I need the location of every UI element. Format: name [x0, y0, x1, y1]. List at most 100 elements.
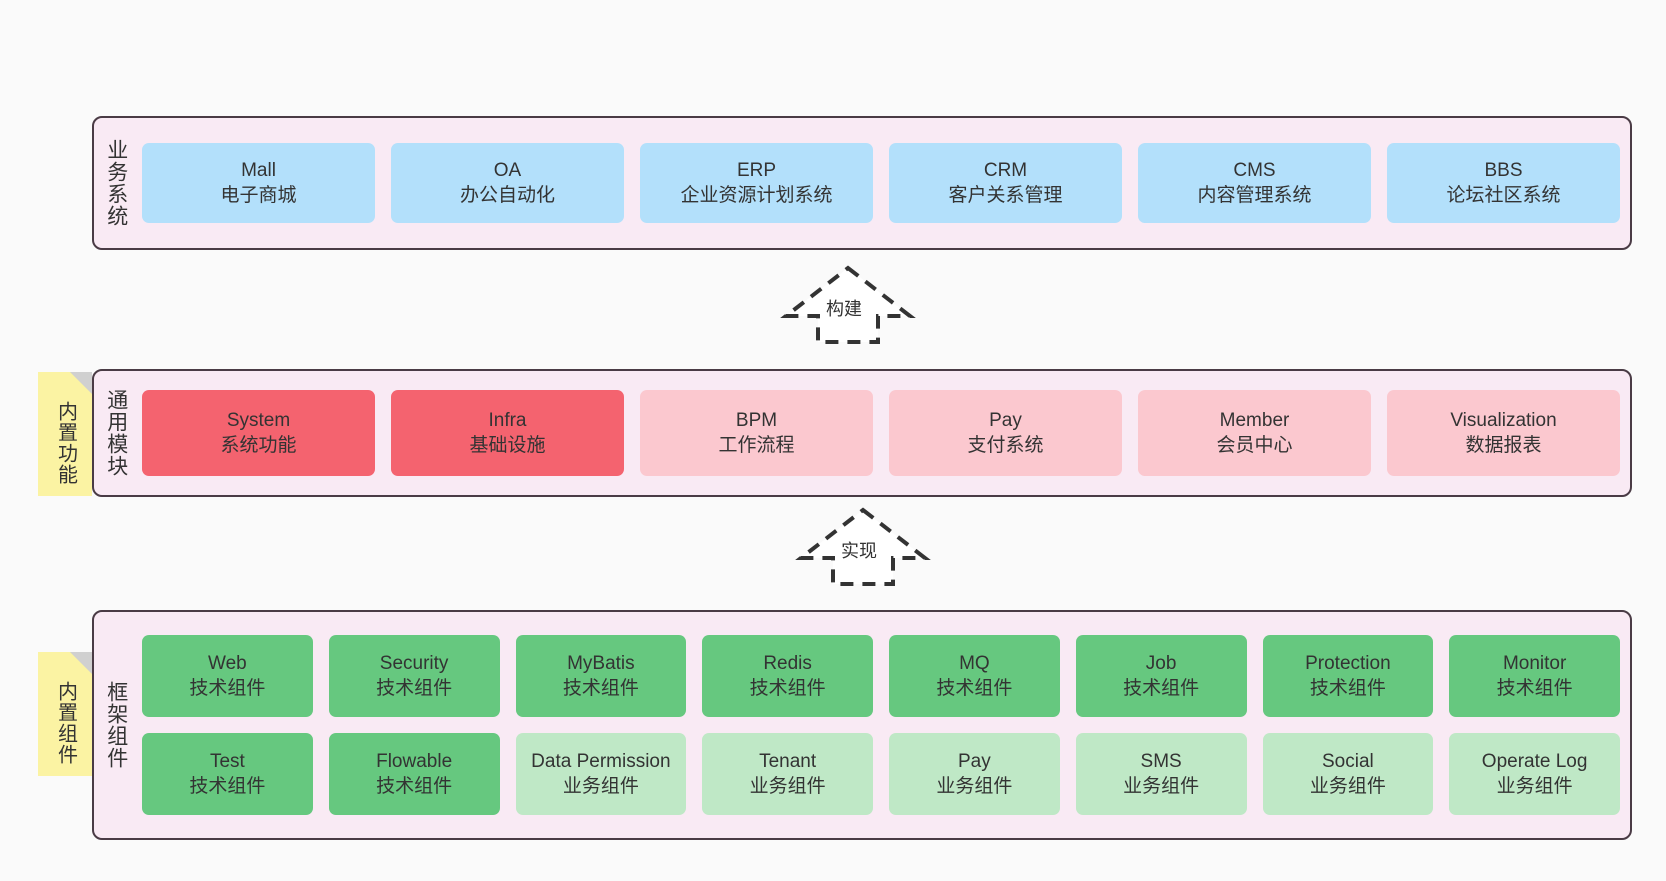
card-title: Pay — [958, 750, 991, 772]
card-title: Security — [379, 652, 449, 674]
card-subtitle: 技术组件 — [376, 776, 453, 797]
card-title: BBS — [1484, 159, 1523, 181]
card-title: CRM — [983, 159, 1028, 181]
card-subtitle: 数据报表 — [1465, 435, 1542, 456]
card-subtitle: 业务组件 — [1123, 776, 1200, 797]
card-subtitle: 支付系统 — [967, 435, 1044, 456]
card-security[interactable]: Security 技术组件 — [328, 635, 500, 717]
card-title: Social — [1322, 750, 1374, 772]
card-subtitle: 客户关系管理 — [948, 185, 1063, 206]
card-title: Pay — [989, 409, 1022, 431]
card-member[interactable]: Member 会员中心 — [1138, 390, 1371, 476]
card-subtitle: 技术组件 — [189, 678, 266, 699]
card-subtitle: 技术组件 — [1309, 678, 1386, 699]
card-title: Protection — [1305, 652, 1391, 674]
card-title: MyBatis — [567, 652, 635, 674]
card-mybatis[interactable]: MyBatis 技术组件 — [515, 635, 687, 717]
card-title: Flowable — [376, 750, 453, 772]
card-web[interactable]: Web 技术组件 — [142, 635, 313, 717]
note-fold-corner-icon — [70, 652, 92, 674]
card-subtitle: 技术组件 — [189, 776, 266, 797]
card-title: Redis — [763, 652, 812, 674]
card-subtitle: 基础设施 — [469, 435, 546, 456]
card-tenant[interactable]: Tenant 业务组件 — [702, 733, 873, 815]
connector-build: 构建 — [780, 262, 916, 346]
card-title: OA — [493, 159, 522, 181]
card-subtitle: 技术组件 — [376, 678, 453, 699]
card-mq[interactable]: MQ 技术组件 — [889, 635, 1060, 717]
card-title: Infra — [488, 409, 527, 431]
card-subtitle: 技术组件 — [562, 678, 639, 699]
card-title: MQ — [959, 652, 990, 674]
card-subtitle: 业务组件 — [1496, 776, 1573, 797]
connector-implement: 实现 — [795, 504, 931, 588]
card-redis[interactable]: Redis 技术组件 — [702, 635, 873, 717]
section-label-business-systems: 业务系统 — [104, 139, 128, 227]
card-title: Mall — [241, 159, 276, 181]
card-subtitle: 技术组件 — [1123, 678, 1200, 699]
card-row-business: Mall 电子商城 OA 办公自动化 ERP 企业资源计划系统 CRM 客户关系管理 CMS 内容… — [142, 143, 1620, 223]
card-cms[interactable]: CMS 内容管理系统 — [1138, 143, 1371, 223]
card-title: Monitor — [1502, 652, 1567, 674]
card-title: SMS — [1140, 750, 1182, 772]
card-operate-log[interactable]: Operate Log 业务组件 — [1449, 733, 1620, 815]
card-mall[interactable]: Mall 电子商城 — [142, 143, 375, 223]
dashed-up-arrow-icon — [795, 507, 931, 586]
note-builtin-components: 内置组件 — [38, 652, 92, 776]
card-title: Tenant — [759, 750, 817, 772]
card-bbs[interactable]: BBS 论坛社区系统 — [1387, 143, 1620, 223]
card-title: Operate Log — [1481, 750, 1588, 772]
card-title: System — [226, 409, 291, 431]
card-subtitle: 办公自动化 — [459, 185, 555, 206]
card-infra[interactable]: Infra 基础设施 — [391, 390, 624, 476]
card-subtitle: 业务组件 — [749, 776, 826, 797]
dashed-up-arrow-icon — [780, 265, 916, 344]
card-title: ERP — [736, 159, 777, 181]
card-subtitle: 业务组件 — [1309, 776, 1386, 797]
card-pay[interactable]: Pay 业务组件 — [889, 733, 1060, 815]
card-subtitle: 技术组件 — [1496, 678, 1573, 699]
card-title: Data Permission — [531, 750, 671, 772]
card-subtitle: 电子商城 — [220, 185, 297, 206]
card-sms[interactable]: SMS 业务组件 — [1075, 733, 1247, 815]
section-label-framework-components: 框架组件 — [104, 681, 128, 769]
card-job[interactable]: Job 技术组件 — [1075, 635, 1247, 717]
card-subtitle: 技术组件 — [936, 678, 1013, 699]
card-subtitle: 工作流程 — [718, 435, 795, 456]
card-pay[interactable]: Pay 支付系统 — [889, 390, 1122, 476]
card-flowable[interactable]: Flowable 技术组件 — [328, 733, 500, 815]
card-test[interactable]: Test 技术组件 — [142, 733, 313, 815]
card-protection[interactable]: Protection 技术组件 — [1262, 635, 1434, 717]
card-title: Visualization — [1450, 409, 1557, 431]
card-subtitle: 会员中心 — [1216, 435, 1293, 456]
card-subtitle: 企业资源计划系统 — [680, 185, 833, 206]
card-title: Test — [209, 750, 245, 772]
card-subtitle: 技术组件 — [749, 678, 826, 699]
card-title: CMS — [1233, 159, 1276, 181]
note-builtin-features: 内置功能 — [38, 372, 92, 496]
card-title: Web — [208, 652, 247, 674]
card-monitor[interactable]: Monitor 技术组件 — [1449, 635, 1620, 717]
card-crm[interactable]: CRM 客户关系管理 — [889, 143, 1122, 223]
card-erp[interactable]: ERP 企业资源计划系统 — [640, 143, 873, 223]
card-visualization[interactable]: Visualization 数据报表 — [1387, 390, 1620, 476]
card-title: Job — [1145, 652, 1177, 674]
section-label-common-modules: 通用模块 — [104, 389, 128, 477]
card-oa[interactable]: OA 办公自动化 — [391, 143, 624, 223]
connector-implement-label: 实现 — [841, 541, 877, 561]
card-subtitle: 业务组件 — [936, 776, 1013, 797]
card-subtitle: 论坛社区系统 — [1446, 185, 1561, 206]
card-subtitle: 内容管理系统 — [1197, 185, 1312, 206]
connector-build-label: 构建 — [826, 299, 862, 319]
note-fold-corner-icon — [70, 372, 92, 394]
card-social[interactable]: Social 业务组件 — [1262, 733, 1434, 815]
card-title: Member — [1219, 409, 1290, 431]
